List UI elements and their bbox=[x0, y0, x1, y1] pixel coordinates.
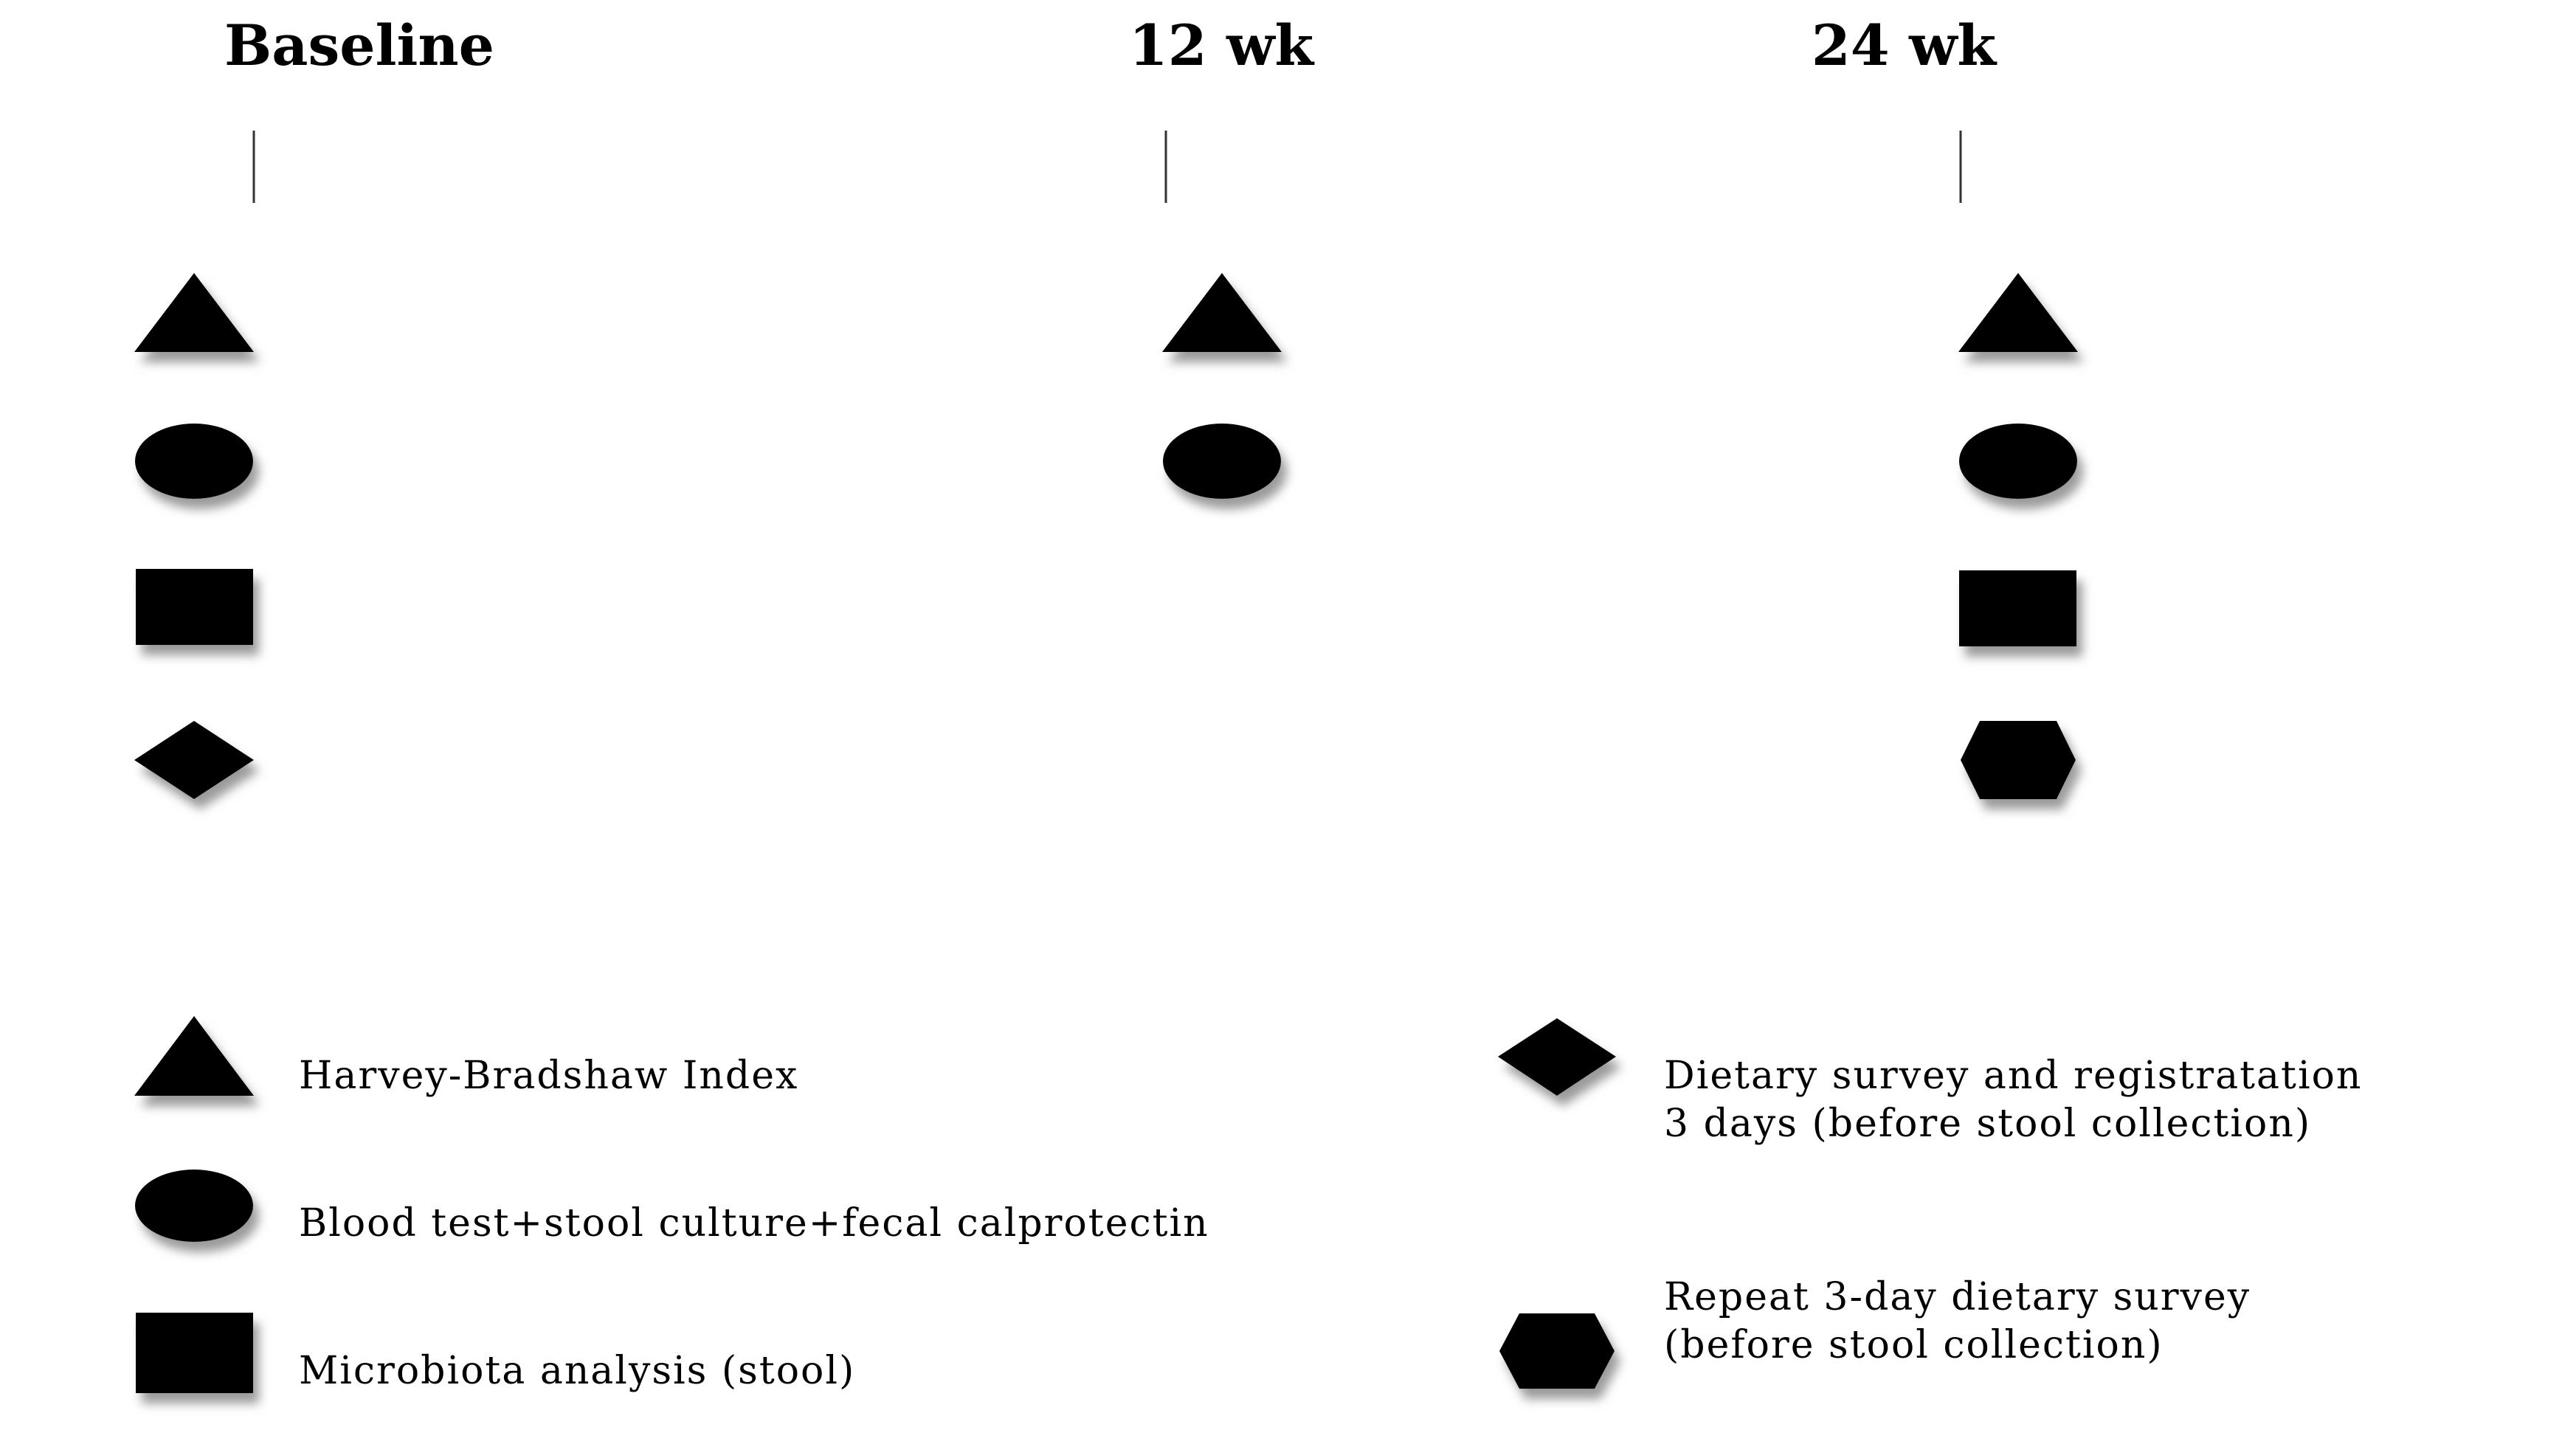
legend: Harvey-Bradshaw Index Blood test+stool c… bbox=[134, 1016, 2376, 1393]
square-icon bbox=[136, 569, 253, 645]
legend-label: Blood test+stool culture+fecal calprotec… bbox=[299, 1201, 1209, 1246]
24wk-markers bbox=[1958, 273, 2078, 799]
legend-label: Repeat 3-day dietary survey (before stoo… bbox=[1664, 1275, 2265, 1367]
diamond-icon bbox=[1498, 1018, 1616, 1096]
triangle-icon bbox=[1162, 273, 1282, 352]
legend-item-hexagon: Repeat 3-day dietary survey (before stoo… bbox=[1499, 1275, 2265, 1389]
12wk-markers bbox=[1162, 273, 1282, 499]
legend-item-ellipse: Blood test+stool culture+fecal calprotec… bbox=[135, 1170, 1209, 1246]
hexagon-icon bbox=[1961, 721, 2076, 799]
legend-label: Dietary survey and registratation 3 days… bbox=[1664, 1054, 2376, 1146]
legend-item-diamond: Dietary survey and registratation 3 days… bbox=[1498, 1018, 2376, 1146]
triangle-icon bbox=[134, 1016, 254, 1096]
triangle-icon bbox=[134, 273, 254, 352]
legend-label: Harvey-Bradshaw Index bbox=[299, 1054, 798, 1098]
ellipse-icon bbox=[1163, 424, 1281, 499]
timepoint-label-12wk: 12 wk bbox=[1129, 13, 1315, 78]
triangle-icon bbox=[1958, 273, 2078, 352]
ellipse-icon bbox=[1959, 424, 2077, 499]
legend-label: Microbiota analysis (stool) bbox=[299, 1349, 855, 1393]
ellipse-icon bbox=[135, 1170, 253, 1242]
timepoint-label-baseline: Baseline bbox=[224, 13, 494, 78]
square-icon bbox=[136, 1313, 253, 1393]
timepoint-label-24wk: 24 wk bbox=[1812, 13, 1997, 78]
ellipse-icon bbox=[135, 424, 253, 499]
legend-item-square: Microbiota analysis (stool) bbox=[136, 1313, 855, 1393]
hexagon-icon bbox=[1499, 1313, 1615, 1389]
square-icon bbox=[1959, 570, 2076, 646]
diamond-icon bbox=[134, 721, 254, 799]
baseline-markers bbox=[134, 273, 254, 799]
legend-item-triangle: Harvey-Bradshaw Index bbox=[134, 1016, 798, 1098]
